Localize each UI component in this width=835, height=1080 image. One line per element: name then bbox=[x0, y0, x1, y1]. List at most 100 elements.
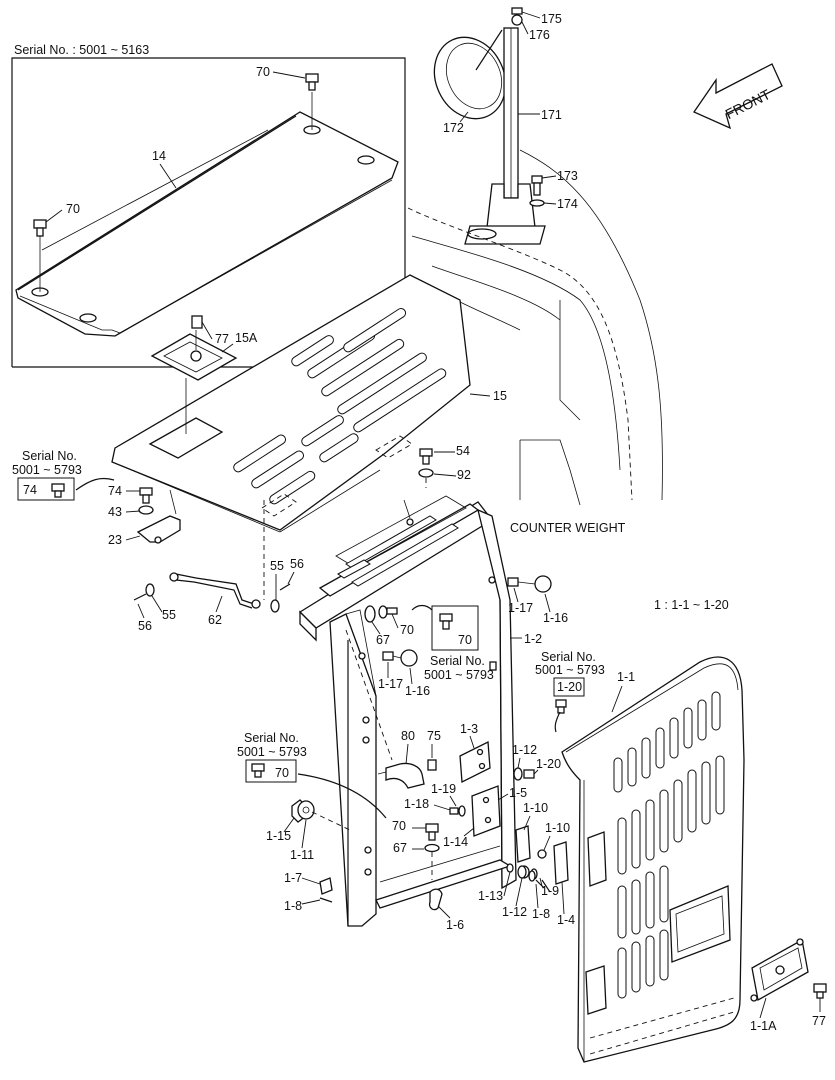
callout-70: 70 bbox=[66, 202, 80, 216]
callout-171: 171 bbox=[541, 108, 562, 122]
callout-80: 80 bbox=[401, 729, 415, 743]
serial-note-b-line1: Serial No. bbox=[430, 654, 485, 668]
callout-67: 67 bbox=[393, 841, 407, 855]
callout-92: 92 bbox=[457, 468, 471, 482]
serial-note-d-part: 70 bbox=[275, 766, 289, 780]
serial-note-a-line2: 5001 ~ 5793 bbox=[12, 463, 82, 477]
callout-1-17: 1-17 bbox=[508, 601, 533, 615]
callout-74: 74 bbox=[108, 484, 122, 498]
callout-174: 174 bbox=[557, 197, 578, 211]
callout-77: 77 bbox=[812, 1014, 826, 1028]
callout-1-18: 1-18 bbox=[404, 797, 429, 811]
serial-note-d-line2: 5001 ~ 5793 bbox=[237, 745, 307, 759]
serial-note-d-line1: Serial No. bbox=[244, 731, 299, 745]
door-slots-top bbox=[613, 691, 721, 793]
front-arrow: FRONT bbox=[693, 63, 783, 130]
serial-note-d: Serial No. 5001 ~ 5793 70 bbox=[237, 731, 387, 819]
callout-1-8: 1-8 bbox=[532, 907, 550, 921]
grille-cover-15 bbox=[111, 274, 471, 533]
callout-70: 70 bbox=[400, 623, 414, 637]
bracket-23 bbox=[136, 487, 181, 544]
callout-62: 62 bbox=[208, 613, 222, 627]
callout-67: 67 bbox=[376, 633, 390, 647]
callout-77: 77 bbox=[215, 332, 229, 346]
callout-56: 56 bbox=[290, 557, 304, 571]
callout-70: 70 bbox=[256, 65, 270, 79]
callout-15A: 15A bbox=[235, 331, 258, 345]
callout-14: 14 bbox=[152, 149, 166, 163]
bumper-1-16-top bbox=[507, 575, 552, 593]
hinge-pin-1-6 bbox=[428, 888, 443, 911]
serial-note-c-line1: Serial No. bbox=[541, 650, 596, 664]
counter-weight-label: COUNTER WEIGHT bbox=[510, 521, 626, 535]
door-panel-1-1 bbox=[561, 656, 745, 1063]
stay-rod-62 bbox=[133, 500, 291, 613]
serial-note-c-part: 1-20 bbox=[557, 680, 582, 694]
bolt-1-18 bbox=[449, 805, 466, 817]
callout-1-15: 1-15 bbox=[266, 829, 291, 843]
serial-note-a: Serial No. 5001 ~ 5793 74 bbox=[12, 449, 115, 501]
frame-1-2 bbox=[298, 495, 517, 927]
callout-1-1: 1-1 bbox=[617, 670, 635, 684]
counter-weight-outline bbox=[407, 149, 663, 506]
callout-1-17: 1-17 bbox=[378, 677, 403, 691]
serial-note-c: Serial No. 5001 ~ 5793 1-20 bbox=[535, 650, 605, 733]
grille-slots bbox=[233, 308, 447, 505]
callout-75: 75 bbox=[427, 729, 441, 743]
nut-1-15-washer-1-11 bbox=[291, 799, 351, 831]
serial-note-b-line2: 5001 ~ 5793 bbox=[424, 668, 494, 682]
door-slots-mid bbox=[617, 755, 725, 875]
callout-55: 55 bbox=[270, 559, 284, 573]
latch-1-1A bbox=[750, 938, 827, 1002]
bolt-70-washer-67-lower bbox=[424, 823, 440, 880]
callout-15: 15 bbox=[493, 389, 507, 403]
callout-1-2: 1-2 bbox=[524, 632, 542, 646]
callout-172: 172 bbox=[443, 121, 464, 135]
assembly-note: 1 : 1-1 ~ 1-20 bbox=[654, 598, 729, 612]
bracket-1-5 bbox=[471, 785, 501, 837]
callout-1-1A: 1-1A bbox=[750, 1019, 777, 1033]
cover-plate-14 bbox=[15, 73, 399, 337]
callout-1-20: 1-20 bbox=[536, 757, 561, 771]
frame-serial-label: Serial No. : 5001 ~ 5163 bbox=[14, 43, 149, 57]
callout-173: 173 bbox=[557, 169, 578, 183]
pin-1-7 bbox=[319, 877, 333, 903]
callout-1-19: 1-19 bbox=[431, 782, 456, 796]
callout-176: 176 bbox=[529, 28, 550, 42]
callout-1-10: 1-10 bbox=[523, 801, 548, 815]
serial-note-a-part: 74 bbox=[23, 483, 37, 497]
serial-note-b: 70 Serial No. 5001 ~ 5793 bbox=[411, 604, 494, 682]
callout-43: 43 bbox=[108, 505, 122, 519]
callout-1-3: 1-3 bbox=[460, 722, 478, 736]
callout-1-6: 1-6 bbox=[446, 918, 464, 932]
callout-1-16: 1-16 bbox=[405, 684, 430, 698]
callout-70: 70 bbox=[392, 819, 406, 833]
callout-1-10: 1-10 bbox=[545, 821, 570, 835]
callout-1-11: 1-11 bbox=[290, 848, 314, 862]
callout-55: 55 bbox=[162, 608, 176, 622]
bolt-1-20 bbox=[513, 767, 535, 781]
callout-1-7: 1-7 bbox=[284, 871, 302, 885]
callout-1-13: 1-13 bbox=[478, 889, 503, 903]
callout-56: 56 bbox=[138, 619, 152, 633]
callout-1-16: 1-16 bbox=[543, 611, 568, 625]
callout-1-14: 1-14 bbox=[443, 835, 468, 849]
callout-1-8: 1-8 bbox=[284, 899, 302, 913]
bumper-1-16-mid bbox=[382, 649, 418, 667]
callout-54: 54 bbox=[456, 444, 470, 458]
callout-1-4: 1-4 bbox=[557, 913, 575, 927]
callout-1-9: 1-9 bbox=[541, 884, 559, 898]
plate-1-3 bbox=[459, 740, 491, 784]
door-slots-low bbox=[617, 865, 669, 999]
serial-note-a-line1: Serial No. bbox=[22, 449, 77, 463]
mirror-assembly bbox=[433, 7, 546, 245]
serial-note-b-part: 70 bbox=[458, 633, 472, 647]
callout-23: 23 bbox=[108, 533, 122, 547]
callout-1-12: 1-12 bbox=[512, 743, 537, 757]
clamp-80 bbox=[377, 759, 437, 789]
callout-1-12: 1-12 bbox=[502, 905, 527, 919]
callout-175: 175 bbox=[541, 12, 562, 26]
bolt-54-washer-92 bbox=[418, 448, 434, 488]
lock-1-10 bbox=[515, 825, 569, 885]
